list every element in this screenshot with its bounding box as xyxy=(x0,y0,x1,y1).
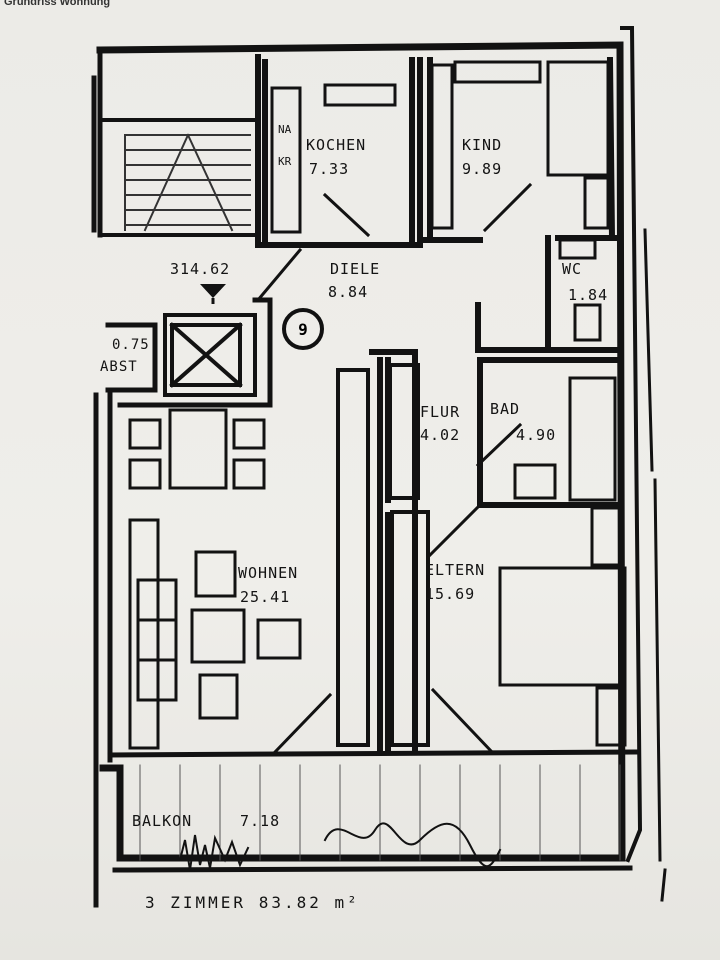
room-area-bad: 4.90 xyxy=(516,426,557,444)
bad-door xyxy=(475,422,523,468)
room-area-flur: 4.02 xyxy=(420,426,461,444)
room-area-kind: 9.89 xyxy=(462,160,503,178)
left-wall-upper xyxy=(91,47,103,238)
entry-walls xyxy=(105,297,273,408)
total-area-label: 3 ZIMMER 83.82 m² xyxy=(145,893,360,912)
kind-window xyxy=(453,60,542,84)
room-area-wc: 1.84 xyxy=(568,286,609,304)
room-area-eltern: 15.69 xyxy=(425,585,476,603)
sheet-header: Grundriss Wohnung xyxy=(4,0,111,8)
kitchen-counter xyxy=(270,83,397,234)
outer-wall xyxy=(96,41,626,862)
room-name-abst: ABST xyxy=(100,359,138,375)
living-door xyxy=(272,692,333,755)
room-name-kind: KIND xyxy=(462,136,503,154)
apartment-number-badge: 9 xyxy=(282,308,324,350)
kind-door xyxy=(482,182,533,233)
balcony-hatching xyxy=(139,764,621,861)
room-name-wc: WC xyxy=(562,260,583,278)
room-name-flur: FLUR xyxy=(420,403,461,421)
kitchen-walls xyxy=(255,54,423,248)
dining-table xyxy=(168,408,228,490)
room-name-bad: BAD xyxy=(490,400,521,418)
wardrobe-right xyxy=(388,363,430,747)
bedroom-door xyxy=(427,502,495,755)
armchairs xyxy=(194,550,302,720)
room-area-wohnen: 25.41 xyxy=(240,588,291,606)
stair-shaft xyxy=(98,55,260,237)
room-area-kochen: 7.33 xyxy=(309,160,350,178)
dining-chairs xyxy=(128,418,266,490)
sofa xyxy=(128,518,178,750)
room-area-diele: 8.84 xyxy=(328,283,369,301)
outer-wall-right xyxy=(620,26,643,863)
balcony-scribble xyxy=(323,822,502,868)
kitchen-mark-kr: KR xyxy=(278,155,292,168)
left-wall-lower xyxy=(93,387,113,908)
bad-sink xyxy=(513,463,557,500)
bad-tub xyxy=(568,376,617,502)
room-name-balkon: BALKON xyxy=(132,812,193,830)
stair-treads xyxy=(124,133,251,232)
elevation-label: 314.62 xyxy=(170,260,231,278)
apartment-number: 9 xyxy=(298,319,308,339)
room-name-diele: DIELE xyxy=(330,260,381,278)
room-area-abst: 0.75 xyxy=(112,337,150,353)
balcony-line xyxy=(107,749,638,873)
bed xyxy=(498,566,627,687)
elevation-marker-icon xyxy=(200,284,226,298)
wardrobe-left xyxy=(336,368,370,747)
coffee-table xyxy=(190,608,246,664)
kind-walls xyxy=(417,56,616,243)
nightstands xyxy=(590,506,627,747)
kind-wardrobe xyxy=(430,60,610,230)
corridor-wall xyxy=(369,349,418,755)
room-name-wohnen: WOHNEN xyxy=(238,564,299,582)
kitchen-door xyxy=(322,192,371,238)
room-name-kochen: KOCHEN xyxy=(306,136,367,154)
room-name-eltern: ELTERN xyxy=(425,561,486,579)
right-exterior xyxy=(643,228,667,902)
kitchen-mark-na: NA xyxy=(278,123,292,136)
room-area-balkon: 7.18 xyxy=(240,812,281,830)
wc-toilet xyxy=(558,238,602,342)
entry-door xyxy=(255,247,303,303)
elevator xyxy=(163,313,257,397)
balcony-scribble-2 xyxy=(178,834,250,871)
